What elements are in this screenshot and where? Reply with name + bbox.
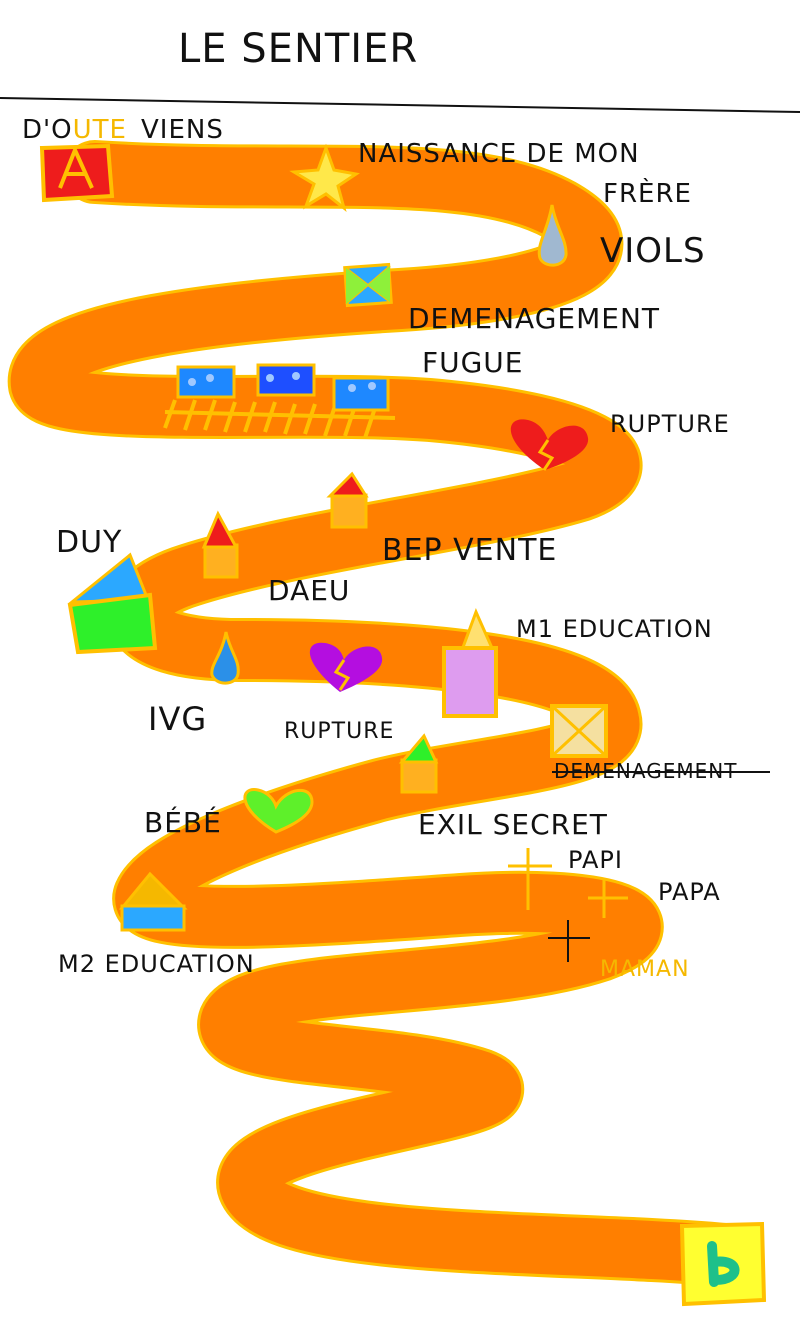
broken-heart-icon bbox=[309, 642, 383, 692]
origin-suffix: VIENS bbox=[141, 115, 224, 145]
brother-label-line2: FRÈRE bbox=[603, 177, 692, 209]
title-underline bbox=[0, 97, 800, 113]
cross-icon bbox=[588, 878, 628, 918]
tower-icon bbox=[442, 608, 498, 718]
finish-box-icon bbox=[679, 1221, 767, 1307]
papa-label: PAPA bbox=[658, 878, 721, 906]
house-icon bbox=[326, 471, 369, 529]
star-icon bbox=[289, 143, 360, 212]
papi-label: PAPI bbox=[568, 846, 623, 874]
m1-education-label: M1 EDUCATION bbox=[516, 615, 713, 643]
origin-label: D'OUTE VIENS bbox=[22, 115, 224, 145]
train-icon bbox=[163, 363, 396, 439]
heart-icon bbox=[243, 788, 314, 834]
origin-prefix: D'O bbox=[22, 115, 73, 145]
cross-icon bbox=[508, 848, 552, 910]
ivg-label: IVG bbox=[148, 700, 207, 738]
broken-heart-icon bbox=[510, 419, 589, 471]
fugue-label: FUGUE bbox=[422, 346, 523, 379]
winding-path bbox=[7, 140, 757, 1287]
origin-overwrite: UTE bbox=[73, 115, 127, 145]
house-start-icon bbox=[39, 143, 115, 203]
duy-label: DUY bbox=[56, 525, 122, 560]
rupture-label-1: RUPTURE bbox=[610, 410, 730, 438]
demenagement-label-1: DEMENAGEMENT bbox=[408, 302, 660, 335]
brother-label-line1: NAISSANCE DE MON bbox=[358, 139, 640, 169]
cross-icon bbox=[548, 920, 590, 962]
exil-secret-label: EXIL SECRET bbox=[418, 808, 608, 841]
house-icon bbox=[398, 733, 439, 794]
envelope-icon bbox=[550, 704, 608, 758]
drop-icon bbox=[210, 631, 240, 685]
bebe-label: BÉBÉ bbox=[144, 805, 222, 839]
viols-label: VIOLS bbox=[600, 231, 706, 271]
maman-label: MAMAN bbox=[600, 957, 690, 982]
bep-vente-label: BEP VENTE bbox=[382, 533, 557, 568]
drop-icon bbox=[537, 204, 568, 267]
envelope-icon bbox=[343, 262, 393, 308]
daeu-label: DAEU bbox=[268, 574, 350, 607]
m2-education-label: M2 EDUCATION bbox=[58, 950, 255, 978]
tent-icon bbox=[67, 552, 158, 655]
rupture-label-2: RUPTURE bbox=[284, 719, 394, 744]
page-title: LE SENTIER bbox=[178, 26, 418, 72]
tent-icon bbox=[118, 871, 188, 932]
house-icon bbox=[201, 510, 239, 579]
